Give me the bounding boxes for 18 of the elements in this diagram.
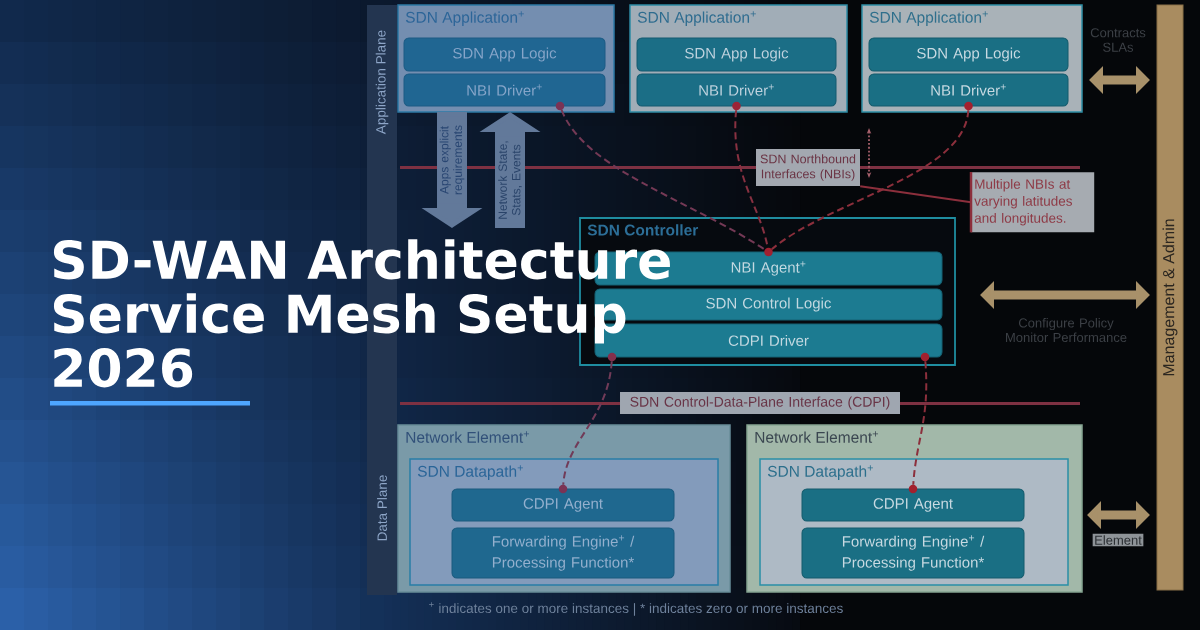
edge-label: Contracts SLAs <box>1090 28 1146 52</box>
plane-label: Data Plane <box>377 475 387 541</box>
management-bar: Management & Admin <box>1156 4 1184 591</box>
function-box: Forwarding Engine$^{+}$ / Processing Function* <box>801 527 1025 579</box>
block-arrow <box>1089 66 1150 94</box>
leader-line <box>859 185 972 204</box>
block-arrow <box>980 281 1150 309</box>
dashed-connector <box>770 109 970 251</box>
dashed-connector <box>912 360 928 486</box>
function-box: NBI Driver$^{+}$ <box>868 73 1069 107</box>
plane-label: Application Plane <box>375 30 389 135</box>
callout-note: Multiple NBIs at varying latitudes and longitudes. <box>969 172 1095 233</box>
function-box: CDPI Agent <box>801 488 1025 522</box>
function-box: SDN App Logic <box>868 37 1069 72</box>
block-arrow <box>1087 501 1150 529</box>
edge-label: Apps explicit requirements <box>438 116 466 204</box>
footnote: $^{+}$ indicates one or more instances | * indicates zero or more instances <box>429 602 843 616</box>
edge-label: Configure Policy Monitor Performance <box>1006 318 1127 343</box>
